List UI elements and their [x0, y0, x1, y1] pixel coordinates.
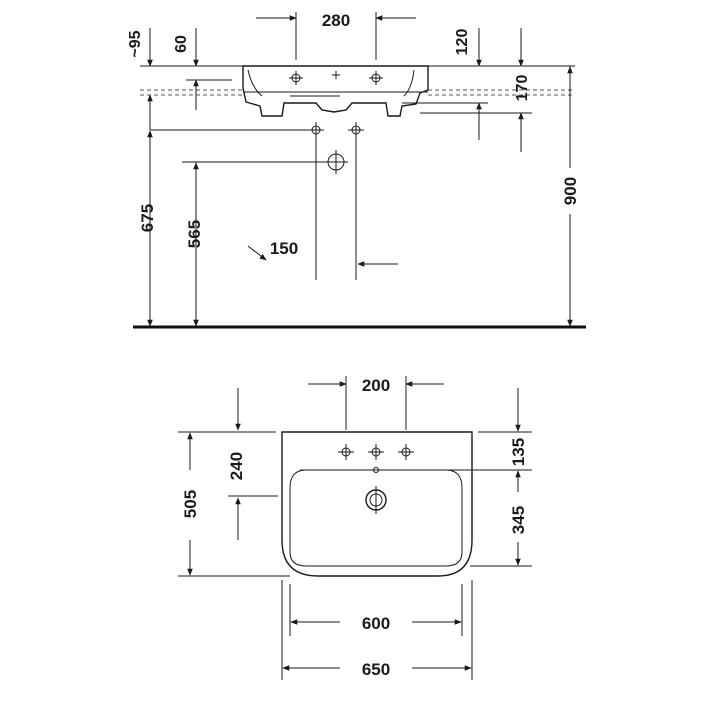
wall-dashed-lines	[140, 89, 575, 96]
dim-95: ~95	[127, 28, 243, 130]
dim-120-label: 120	[454, 29, 471, 56]
dim-95-label: ~95	[127, 30, 144, 57]
dim-280-label: 280	[322, 11, 350, 30]
dim-600-label: 600	[362, 614, 390, 633]
tap-holes	[338, 444, 414, 460]
dim-170: 170	[420, 28, 532, 152]
dim-280: 280	[256, 11, 416, 60]
dim-505: 505	[178, 431, 290, 577]
dim-170-label: 170	[514, 75, 531, 102]
dim-565: 565	[182, 161, 328, 327]
dim-650-label: 650	[362, 660, 390, 679]
top-view: 200 240 505 135	[178, 376, 532, 680]
dim-565-label: 565	[185, 220, 204, 248]
dim-60: 60	[173, 28, 232, 110]
dim-675-label: 675	[138, 204, 157, 232]
water-connections	[308, 122, 364, 280]
dim-240-label: 240	[227, 452, 246, 480]
dim-345: 345	[470, 496, 532, 567]
dim-135: 135	[444, 388, 532, 492]
dim-150: 150	[247, 239, 398, 267]
dim-345-label: 345	[509, 506, 528, 534]
side-view: 280 ~95 60 120 170	[127, 11, 586, 329]
dim-200: 200	[308, 376, 444, 430]
basin-top-outline	[281, 431, 473, 577]
dim-600: 600	[289, 584, 463, 636]
dim-120: 120	[402, 28, 575, 140]
dim-150-label: 150	[270, 239, 298, 258]
dim-200-label: 200	[362, 376, 390, 395]
basin-side-profile	[242, 65, 429, 117]
dim-505-label: 505	[181, 490, 200, 518]
dim-675: 675	[138, 129, 316, 327]
dim-900: 900	[561, 66, 580, 327]
dim-650: 650	[281, 580, 473, 680]
dim-900-label: 900	[561, 177, 580, 205]
dim-135-label: 135	[509, 438, 528, 466]
dim-240: 240	[227, 388, 278, 540]
dim-60-label: 60	[173, 35, 190, 53]
